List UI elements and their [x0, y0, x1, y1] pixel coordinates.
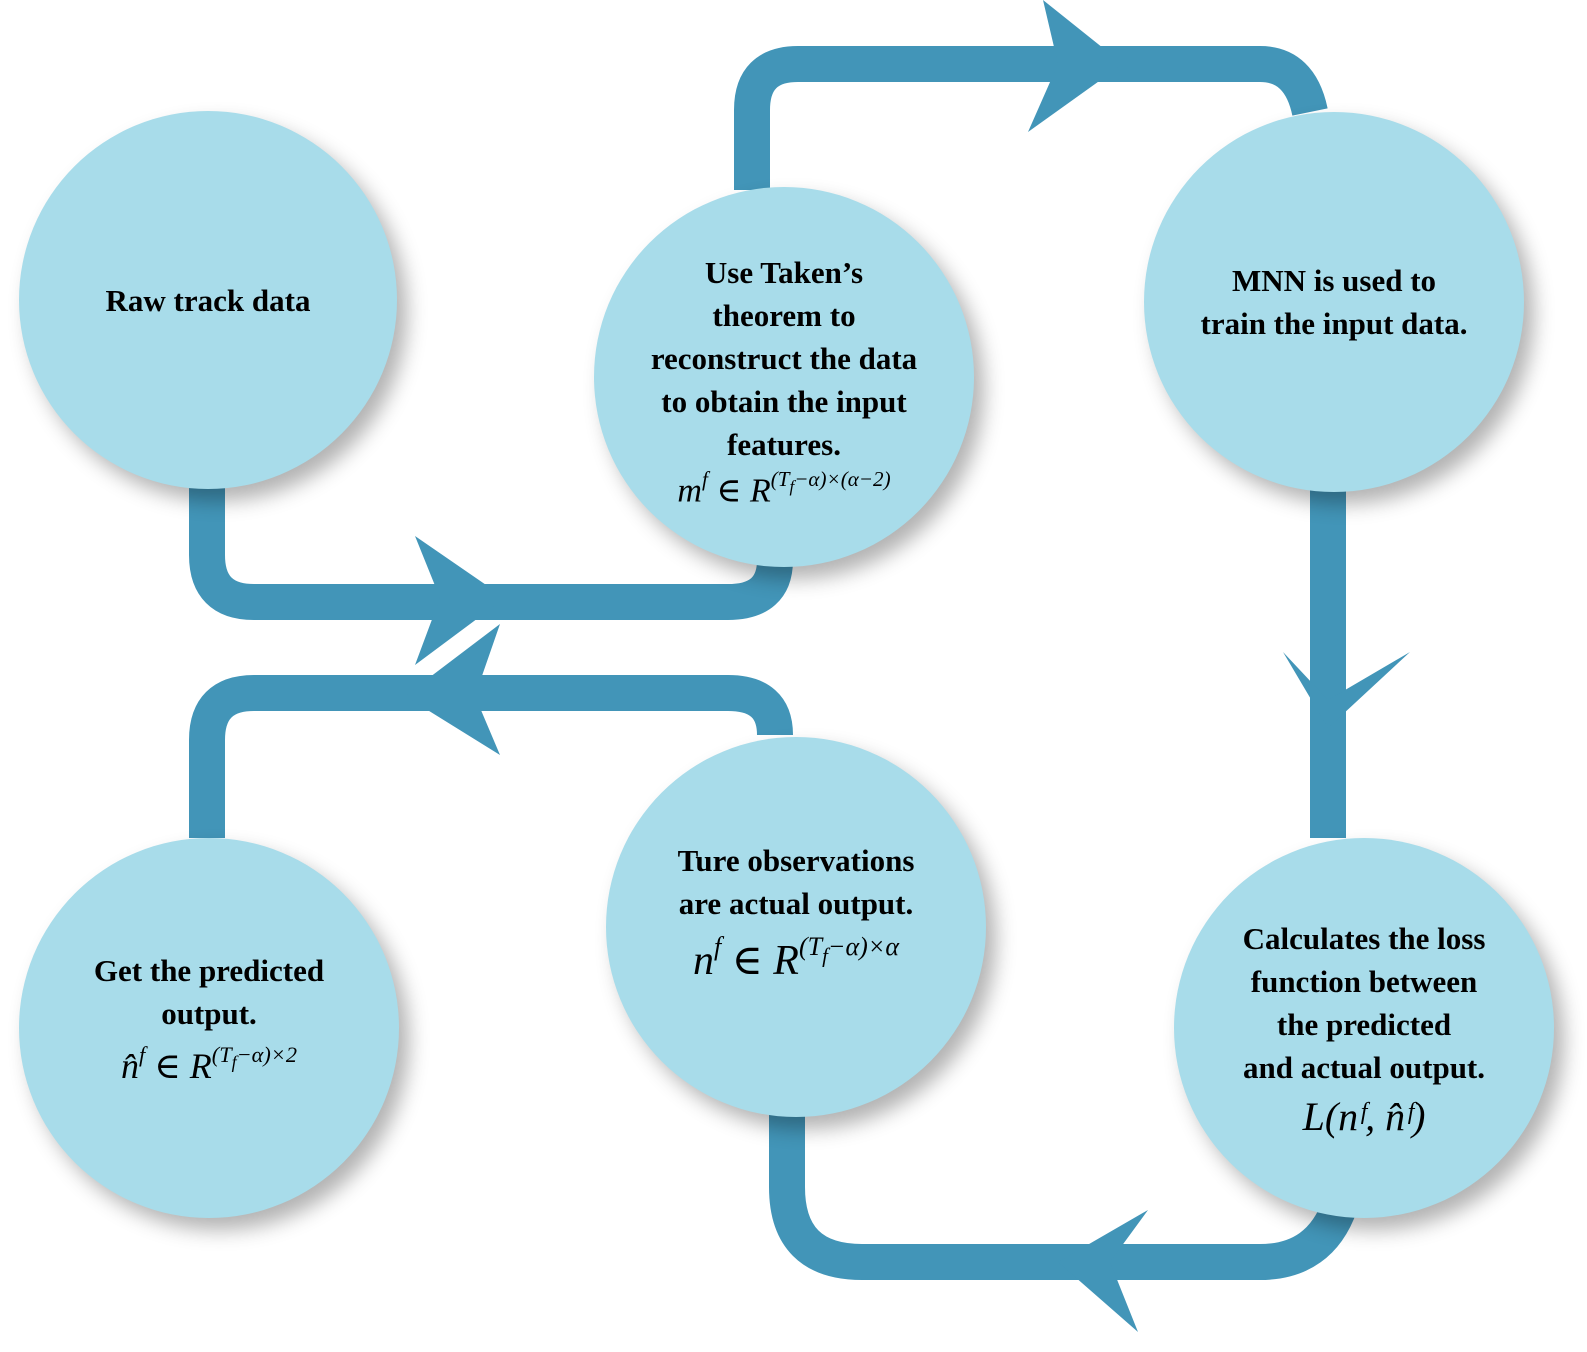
node-true-observations: Ture observations are actual output. nf …: [606, 737, 986, 1117]
node-predicted-output: Get the predicted output. n̂f ∈ R(Tf−α)×…: [19, 838, 399, 1218]
formula-loss: L(nᶠ, n̂ᶠ): [1302, 1093, 1426, 1139]
arrowhead-right-top: [1028, 0, 1123, 132]
node-takens-theorem-label: Use Taken’s theorem to reconstruct the d…: [650, 255, 918, 463]
connector-takens-to-mnn: [734, 46, 1328, 190]
arrowhead-left-bottom: [1058, 1210, 1148, 1332]
connector-true-to-predicted: [189, 675, 793, 838]
connector-loss-to-true: [769, 1100, 1357, 1280]
node-true-observations-label: Ture observations are actual output.: [677, 843, 915, 921]
formula-mf: mf ∈ R(Tf−α)×(α−2): [677, 467, 891, 510]
formula-nhat: n̂f ∈ R(Tf−α)×2: [120, 1041, 298, 1086]
node-mnn-training-label: MNN is used to train the input data.: [1200, 263, 1468, 341]
node-loss-function: Calculates the loss function between the…: [1174, 838, 1554, 1218]
connector-raw-to-takens: [189, 480, 793, 620]
node-raw-track-data: Raw track data: [19, 111, 397, 489]
arrowhead-right-middle: [415, 536, 505, 665]
formula-nf: nf ∈ R(Tf−α)×α: [692, 932, 900, 984]
arrowhead-left-middle: [405, 624, 500, 755]
node-raw-track-data-label: Raw track data: [105, 282, 311, 318]
node-takens-theorem: Use Taken’s theorem to reconstruct the d…: [594, 187, 974, 567]
node-loss-function-label: Calculates the loss function between the…: [1242, 920, 1486, 1085]
node-predicted-output-label: Get the predicted output.: [93, 953, 325, 1031]
arrowhead-down-right: [1283, 652, 1410, 728]
node-mnn-training: MNN is used to train the input data.: [1144, 112, 1524, 492]
